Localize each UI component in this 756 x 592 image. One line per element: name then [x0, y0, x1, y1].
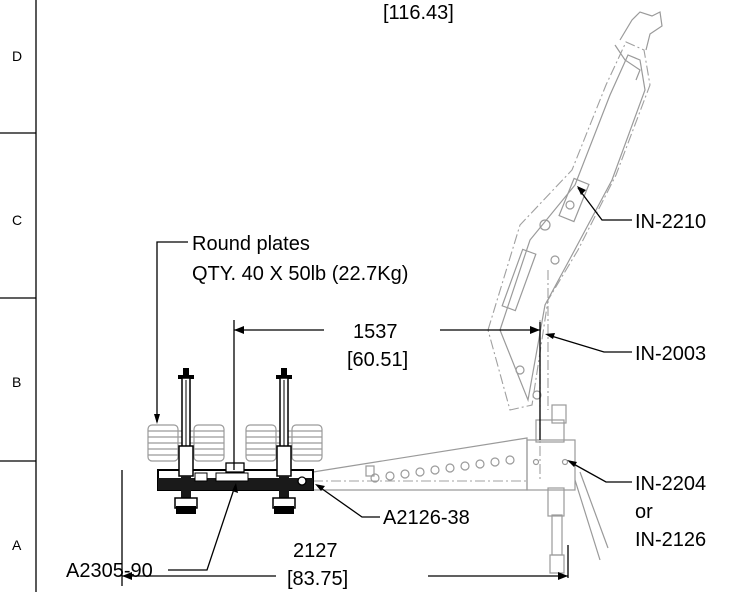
outrigger-right	[272, 368, 296, 514]
callout-in-2210: IN-2210	[635, 211, 706, 233]
zone-label-b: B	[12, 374, 21, 390]
dimension-1537	[233, 320, 541, 470]
zone-label-d: D	[12, 48, 22, 64]
dimension-2127	[121, 470, 569, 586]
dimension-2127-metric: 2127	[293, 540, 338, 562]
callout-a2305-90: A2305-90	[66, 560, 153, 582]
callout-in-2003: IN-2003	[635, 343, 706, 365]
callout-a2126-38: A2126-38	[383, 507, 470, 529]
crane-base	[526, 404, 609, 574]
callout-round-plates-title: Round plates	[192, 233, 310, 255]
counterweight-arm	[312, 437, 528, 491]
callout-in-2204: IN-2204	[635, 473, 706, 495]
zone-label-c: C	[12, 212, 22, 228]
dimension-1537-imperial: [60.51]	[347, 349, 408, 371]
outrigger-left	[174, 368, 198, 514]
drawing-border: D C B A	[0, 0, 37, 592]
callout-in-2126: IN-2126	[635, 529, 706, 551]
dimension-1537-metric: 1537	[353, 321, 398, 343]
leader-lines	[154, 186, 632, 571]
dimension-2127-imperial: [83.75]	[287, 568, 348, 590]
zone-label-a: A	[12, 537, 22, 553]
top-dimension-imperial: [116.43]	[383, 2, 454, 24]
callout-round-plates-qty: QTY. 40 X 50lb (22.7Kg)	[192, 263, 408, 285]
crane-boom	[487, 11, 663, 480]
callout-or: or	[635, 501, 653, 523]
